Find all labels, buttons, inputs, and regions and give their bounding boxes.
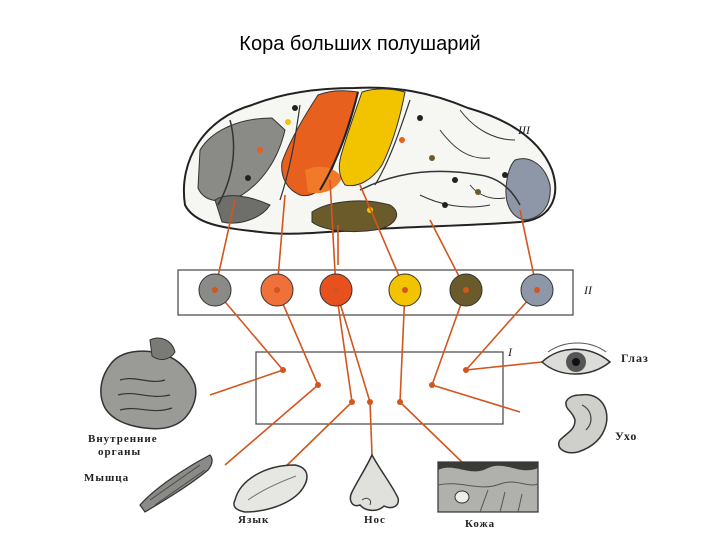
level-one-box <box>255 351 504 425</box>
page-title: Кора больших полушарий <box>239 33 481 55</box>
label-skin: Кожа <box>465 518 495 530</box>
level-label-top: III <box>517 123 531 137</box>
label-ear: Ухо <box>615 429 637 443</box>
olive-zone <box>311 200 398 233</box>
nose-icon <box>349 453 400 512</box>
label-internal-organs-line2: органы <box>98 446 141 458</box>
eye-icon <box>540 342 612 375</box>
level-label-bottom: I <box>507 345 513 359</box>
level-two-nuclei <box>198 273 554 307</box>
muscle-icon <box>139 454 213 513</box>
label-tongue: Язык <box>238 514 269 526</box>
yellow-zone <box>338 88 406 187</box>
label-muscle: Мышца <box>84 472 129 484</box>
blue-zone <box>505 158 551 221</box>
tongue-icon <box>233 464 308 513</box>
level-label-middle: II <box>583 283 593 297</box>
level-two-box <box>177 269 574 316</box>
internal-organs-icon <box>100 337 197 430</box>
label-nose: Нос <box>364 514 386 526</box>
ear-icon <box>558 393 608 454</box>
label-internal-organs-line1: Внутренние <box>88 433 158 445</box>
label-eye: Глаз <box>621 351 649 365</box>
skin-icon <box>437 461 539 513</box>
brain-hemisphere <box>182 86 557 235</box>
synapse-dots <box>280 367 469 405</box>
